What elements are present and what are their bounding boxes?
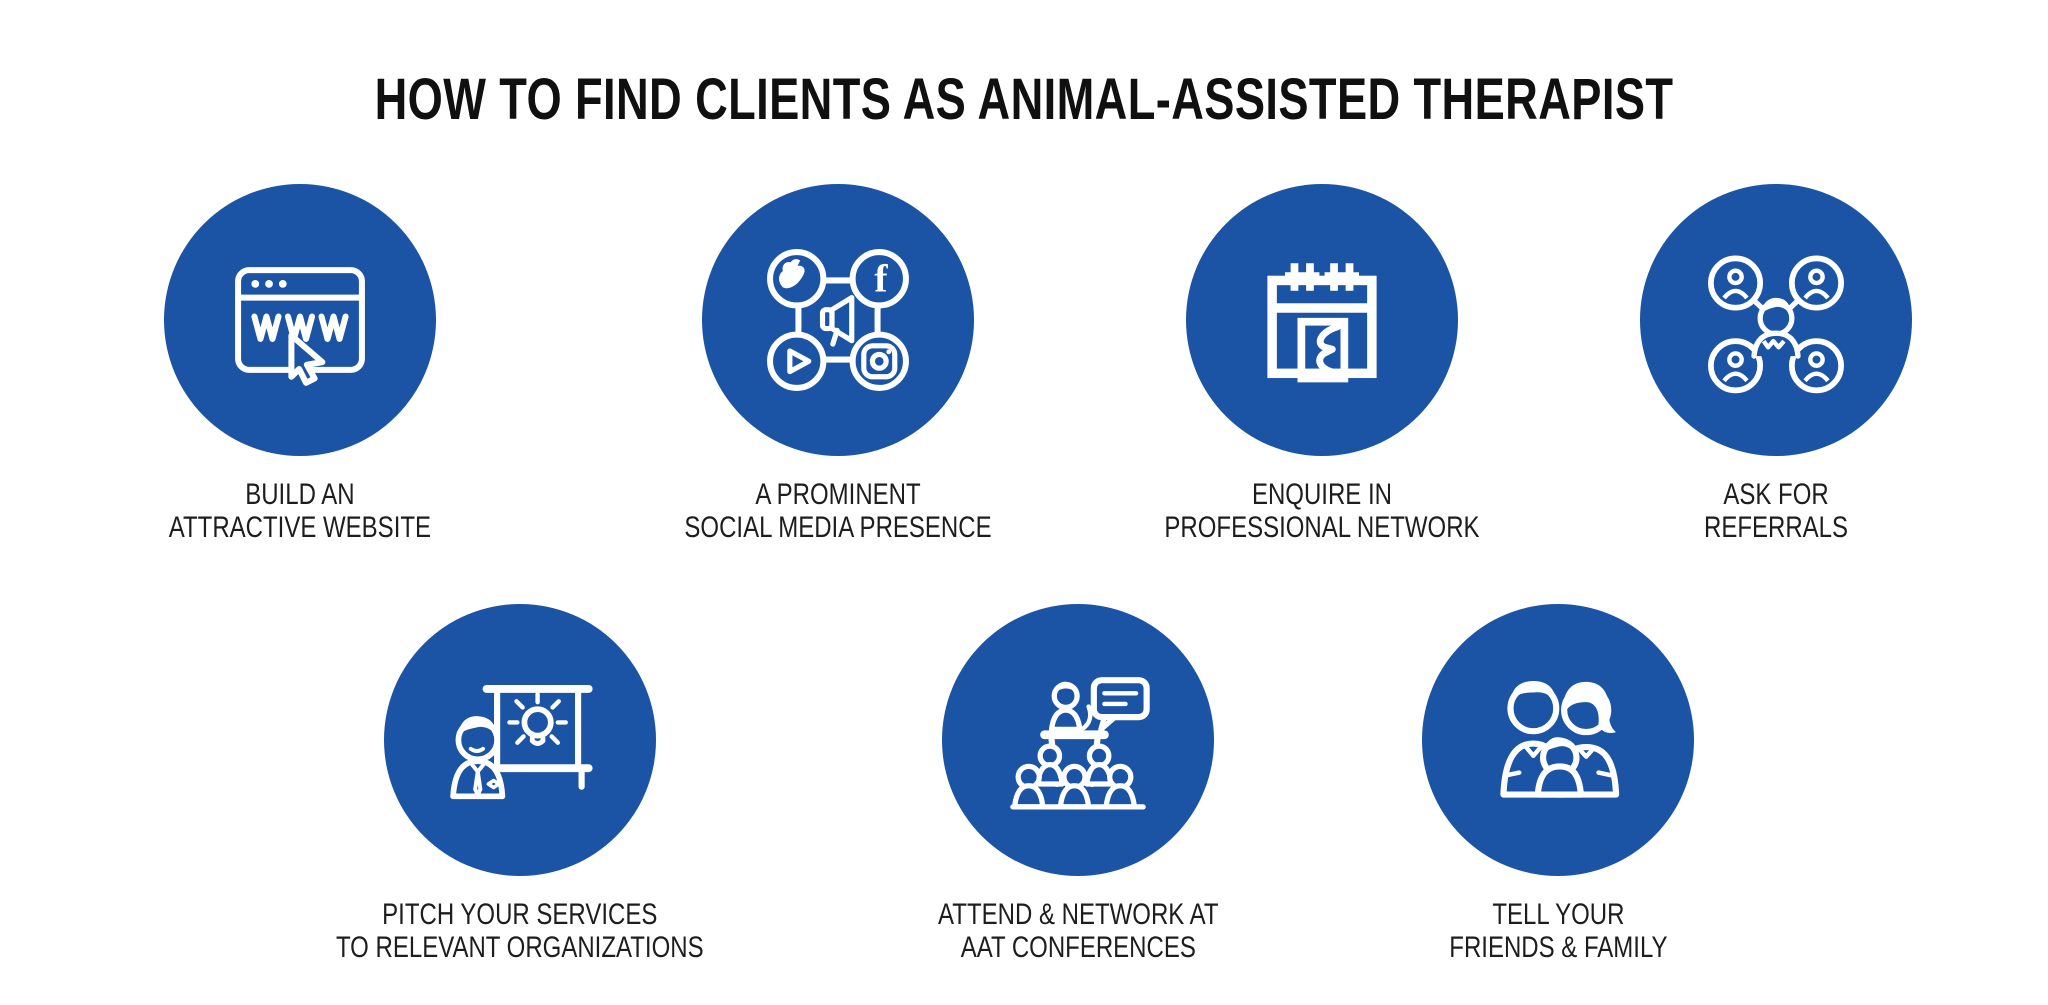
step-conferences: ATTEND & NETWORK AT AAT CONFERENCES <box>798 604 1358 964</box>
step-circle <box>1422 604 1694 876</box>
step-pitch-services: PITCH YOUR SERVICES TO RELEVANT ORGANIZA… <box>240 604 800 964</box>
step-label-line1: ATTEND & NETWORK AT <box>937 898 1219 931</box>
step-social-media: f A PROMINENT SOCIAL MEDIA PRESENCE <box>558 184 1118 544</box>
open-door-icon <box>1297 317 1349 383</box>
lightbulb-icon <box>507 692 568 746</box>
central-person-icon <box>1751 297 1801 359</box>
step-label: ATTEND & NETWORK AT AAT CONFERENCES <box>938 898 1218 964</box>
page-title: HOW TO FIND CLIENTS AS ANIMAL-ASSISTED T… <box>374 67 1674 132</box>
step-label: A PROMINENT SOCIAL MEDIA PRESENCE <box>684 478 991 544</box>
speaker-podium-audience-icon <box>1010 677 1150 810</box>
presenter-lightbulb-board-icon <box>450 685 593 800</box>
step-friends-family: TELL YOUR FRIENDS & FAMILY <box>1278 604 1838 964</box>
step-label-line1: PITCH YOUR SERVICES <box>382 898 658 931</box>
step-label: ENQUIRE IN PROFESSIONAL NETWORK <box>1164 478 1479 544</box>
step-label: BUILD AN ATTRACTIVE WEBSITE <box>169 478 431 544</box>
step-circle <box>1640 184 1912 456</box>
child-icon <box>1534 737 1584 798</box>
step-circle <box>164 184 436 456</box>
step-label-line2: ATTRACTIVE WEBSITE <box>168 511 432 544</box>
step-label-line2: AAT CONFERENCES <box>960 931 1196 964</box>
website-www-cursor-icon <box>235 267 365 386</box>
step-circle: f <box>702 184 974 456</box>
step-professional-network: ENQUIRE IN PROFESSIONAL NETWORK <box>1042 184 1602 544</box>
people-referral-network-icon <box>1708 255 1844 394</box>
step-label-line1: ASK FOR <box>1723 478 1829 511</box>
step-label: ASK FOR REFERRALS <box>1704 478 1848 544</box>
step-label-line2: SOCIAL MEDIA PRESENCE <box>684 511 992 544</box>
step-label-line1: BUILD AN <box>245 478 355 511</box>
instagram-icon <box>861 343 898 380</box>
speech-bubble-icon <box>1090 677 1150 733</box>
family-icon <box>1500 681 1620 798</box>
speaker-icon <box>1048 681 1093 733</box>
step-label-line1: ENQUIRE IN <box>1251 478 1392 511</box>
audience-icons <box>1010 743 1146 810</box>
step-label-line2: FRIENDS & FAMILY <box>1448 931 1668 964</box>
step-circle <box>942 604 1214 876</box>
step-label-line1: TELL YOUR <box>1491 898 1625 931</box>
play-icon <box>787 348 812 375</box>
step-referrals: ASK FOR REFERRALS <box>1496 184 2048 544</box>
facebook-f-icon: f <box>874 257 888 301</box>
social-media-network-icon: f <box>767 249 909 391</box>
step-label: TELL YOUR FRIENDS & FAMILY <box>1449 898 1667 964</box>
step-label: PITCH YOUR SERVICES TO RELEVANT ORGANIZA… <box>336 898 704 964</box>
presentation-board-icon <box>482 685 593 790</box>
megaphone-icon <box>819 295 855 347</box>
step-circle <box>384 604 656 876</box>
step-label-line2: REFERRALS <box>1703 511 1849 544</box>
step-label-line2: TO RELEVANT ORGANIZATIONS <box>336 931 704 964</box>
calendar-open-door-icon <box>1267 263 1377 383</box>
step-label-line2: PROFESSIONAL NETWORK <box>1164 511 1480 544</box>
step-circle <box>1186 184 1458 456</box>
step-build-website: BUILD AN ATTRACTIVE WEBSITE <box>20 184 580 544</box>
presenter-person-icon <box>450 716 506 800</box>
step-label-line1: A PROMINENT <box>755 478 921 511</box>
twitter-bird-icon <box>779 259 805 289</box>
contact-bubble-icons <box>1708 255 1844 394</box>
